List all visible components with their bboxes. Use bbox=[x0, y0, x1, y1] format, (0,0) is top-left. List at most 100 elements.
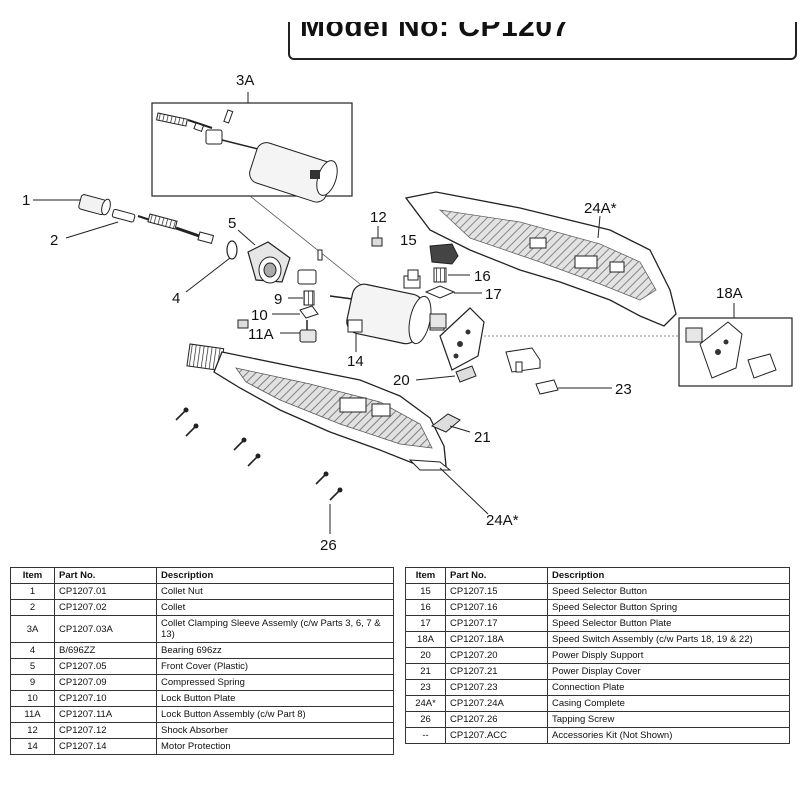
cell-part-no: CP1207.23 bbox=[445, 679, 548, 696]
callout-24a-top: 24A* bbox=[584, 200, 617, 217]
cell-item: 1 bbox=[10, 583, 55, 600]
cell-part-no: CP1207.11A bbox=[54, 706, 157, 723]
lock-button-assembly-part bbox=[299, 320, 317, 343]
callout-9: 9 bbox=[274, 291, 282, 308]
callout-23: 23 bbox=[615, 381, 632, 398]
callout-24a-bottom: 24A* bbox=[486, 512, 519, 529]
cell-description: Power Display Cover bbox=[547, 663, 790, 680]
cell-description: Collet bbox=[156, 599, 394, 616]
callout-16: 16 bbox=[474, 268, 491, 285]
cell-description: Speed Switch Assembly (c/w Parts 18, 19 … bbox=[547, 631, 790, 648]
cell-part-no: CP1207.02 bbox=[54, 599, 157, 616]
cell-part-no: CP1207.15 bbox=[445, 583, 548, 600]
cell-item: 15 bbox=[405, 583, 446, 600]
cell-description: Casing Complete bbox=[547, 695, 790, 712]
callout-4: 4 bbox=[172, 290, 180, 307]
cell-description: Lock Button Plate bbox=[156, 690, 394, 707]
shock-absorber-part bbox=[371, 237, 383, 247]
cell-item: 17 bbox=[405, 615, 446, 632]
model-title: Model No: CP1207 bbox=[300, 22, 570, 43]
speed-selector-plate-part bbox=[424, 285, 456, 299]
cell-item: 20 bbox=[405, 647, 446, 664]
header-description: Description bbox=[156, 567, 394, 584]
connection-plate-part bbox=[535, 379, 559, 395]
cell-part-no: CP1207.ACC bbox=[445, 727, 548, 744]
cell-description: Collet Clamping Sleeve Assemly (c/w Part… bbox=[156, 615, 394, 643]
callout-3a: 3A bbox=[236, 72, 254, 89]
cell-item: 16 bbox=[405, 599, 446, 616]
cell-item: 14 bbox=[10, 738, 55, 755]
callout-5: 5 bbox=[228, 215, 236, 232]
cell-part-no: CP1207.01 bbox=[54, 583, 157, 600]
cell-description: Accessories Kit (Not Shown) bbox=[547, 727, 790, 744]
cell-part-no: CP1207.20 bbox=[445, 647, 548, 664]
cell-description: Motor Protection bbox=[156, 738, 394, 755]
header-item: Item bbox=[10, 567, 55, 584]
collet-sleeve-assembly-inset bbox=[155, 109, 338, 203]
cell-part-no: CP1207.16 bbox=[445, 599, 548, 616]
cell-part-no: CP1207.12 bbox=[54, 722, 157, 739]
header-part-no: Part No. bbox=[54, 567, 157, 584]
front-cover-part bbox=[247, 241, 291, 284]
callout-2: 2 bbox=[50, 232, 58, 249]
collet-part bbox=[111, 208, 151, 223]
header-part-no: Part No. bbox=[445, 567, 548, 584]
motor-part bbox=[329, 275, 445, 345]
table-header-row: Item Part No. Description bbox=[10, 567, 394, 584]
callout-1: 1 bbox=[22, 192, 30, 209]
cell-description: Tapping Screw bbox=[547, 711, 790, 728]
cell-description: Speed Selector Button Spring bbox=[547, 599, 790, 616]
cell-description: Front Cover (Plastic) bbox=[156, 658, 394, 675]
table-header-row: Item Part No. Description bbox=[405, 567, 790, 584]
cell-item: 3A bbox=[10, 615, 55, 643]
callout-18a: 18A bbox=[716, 285, 743, 302]
compressed-spring-part bbox=[303, 290, 315, 306]
speed-switch-part bbox=[429, 307, 485, 371]
bearing-part bbox=[226, 240, 238, 260]
callout-14: 14 bbox=[347, 353, 364, 370]
casing-bottom-half bbox=[186, 343, 452, 471]
speed-switch-assembly-inset bbox=[685, 321, 777, 379]
cell-item: 21 bbox=[405, 663, 446, 680]
collet-nut-part bbox=[78, 194, 111, 216]
callout-10: 10 bbox=[251, 307, 268, 324]
lock-button-plate-part bbox=[299, 305, 319, 319]
cell-part-no: CP1207.14 bbox=[54, 738, 157, 755]
cell-item: 5 bbox=[10, 658, 55, 675]
callout-15: 15 bbox=[400, 232, 417, 249]
power-display-support-part bbox=[455, 365, 477, 383]
cell-part-no: CP1207.09 bbox=[54, 674, 157, 691]
cell-item: 26 bbox=[405, 711, 446, 728]
model-title-box: Model No: CP1207 bbox=[288, 22, 797, 60]
cell-item: -- bbox=[405, 727, 446, 744]
cell-part-no: CP1207.18A bbox=[445, 631, 548, 648]
cell-part-no: CP1207.26 bbox=[445, 711, 548, 728]
cell-item: 11A bbox=[10, 706, 55, 723]
callout-11a: 11A bbox=[248, 326, 274, 343]
cell-description: Shock Absorber bbox=[156, 722, 394, 739]
cell-item: 18A bbox=[405, 631, 446, 648]
cell-item: 4 bbox=[10, 642, 55, 659]
callout-20: 20 bbox=[393, 372, 410, 389]
cell-description: Power Disply Support bbox=[547, 647, 790, 664]
callout-26: 26 bbox=[320, 537, 337, 554]
cell-description: Connection Plate bbox=[547, 679, 790, 696]
callout-17: 17 bbox=[485, 286, 502, 303]
